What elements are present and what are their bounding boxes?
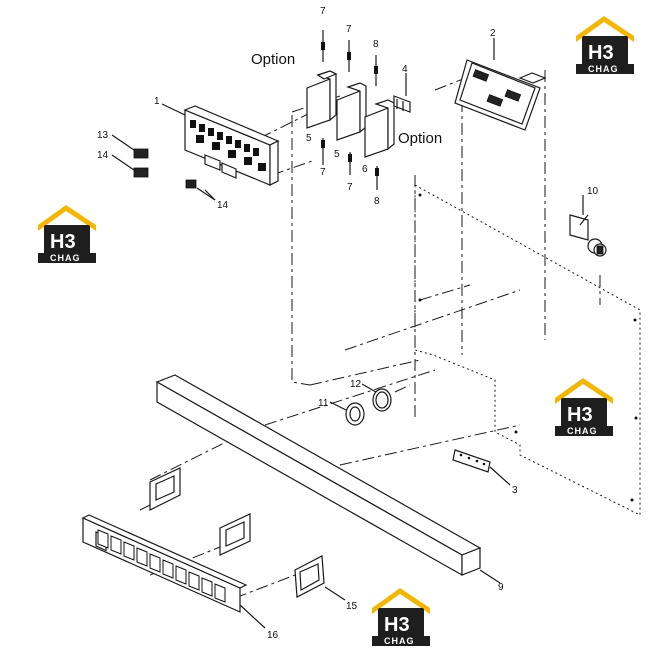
option-label: Option [398,130,442,147]
switch-panel [454,59,547,131]
terminal-plate [452,449,491,473]
clip-bracket [393,95,411,113]
grommets [345,388,392,426]
mounting-brackets [149,467,325,598]
callout-1: 1 [154,96,160,107]
svg-text:CHAG: CHAG [567,426,598,436]
callout-14: 14 [97,150,109,161]
callout-13: 13 [97,130,109,141]
leader-lines [161,38,584,629]
callout-5: 5 [334,149,340,160]
callout-14: 14 [217,200,229,211]
svg-text:CHAG: CHAG [588,64,619,74]
callout-12: 12 [350,379,362,390]
callout-7: 7 [320,167,326,178]
svg-text:H3: H3 [50,231,76,253]
switch-rail [81,514,248,613]
callout-7: 7 [320,6,326,17]
svg-text:CHAG: CHAG [50,253,81,263]
callout-7: 7 [346,24,352,35]
callout-8: 8 [373,39,379,50]
callout-16: 16 [267,630,279,641]
callout-10: 10 [587,186,599,197]
option-label: Option [251,51,295,68]
callout-7: 7 [347,182,353,193]
svg-text:H3: H3 [384,614,410,636]
callout-9: 9 [498,582,504,593]
fuse-clips [111,134,216,201]
callout-6: 6 [362,164,368,175]
watermark-logo: H3 CHAG [38,205,96,263]
callout-5: 5 [306,133,312,144]
callout-3: 3 [512,485,518,496]
callout-2: 2 [490,28,496,39]
relay-holders [306,30,395,190]
svg-text:H3: H3 [567,404,593,426]
callout-11: 11 [318,398,329,409]
watermark-logo: H3 CHAG [576,16,634,74]
callout-15: 15 [346,601,358,612]
callout-4: 4 [402,64,408,75]
relay-fuse-board [183,105,280,186]
watermark-logo: H3 CHAG [372,588,430,646]
mounting-panel [414,184,641,516]
callout-8: 8 [374,196,380,207]
svg-text:H3: H3 [588,42,614,64]
watermark-logo: H3 CHAG [555,378,613,436]
ignition-switch [569,214,607,257]
svg-text:CHAG: CHAG [384,636,415,646]
seal-bar [155,374,482,577]
